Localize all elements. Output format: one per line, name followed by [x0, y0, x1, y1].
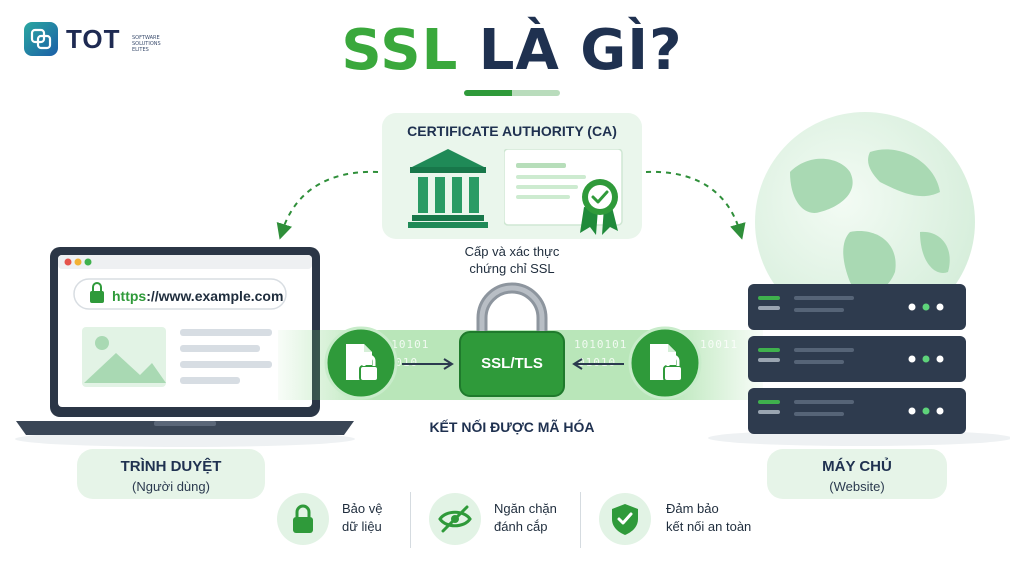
encrypted-file-icon	[628, 326, 702, 400]
feature-secure-connection: Đảm bảo kết nối an toàn	[666, 500, 751, 536]
logo-mark-icon	[24, 22, 58, 56]
feature-text-line: Ngăn chặn	[494, 501, 557, 516]
ca-title: CERTIFICATE AUTHORITY (CA)	[407, 123, 617, 139]
page-title-ssl: SSL	[341, 18, 459, 83]
logo-tagline: SOFTWARE SOLUTIONS ELITES	[132, 35, 172, 53]
browser-sublabel: (Người dùng)	[132, 479, 210, 494]
server-rack-icon	[708, 284, 1010, 446]
lock-icon	[277, 493, 329, 545]
logo-tagline-line: SOLUTIONS	[132, 41, 161, 47]
encrypted-file-icon	[324, 326, 398, 400]
feature-prevent-theft: Ngăn chặn đánh cắp	[494, 500, 557, 536]
shield-check-icon	[599, 493, 651, 545]
ca-caption-line: Cấp và xác thực	[464, 244, 560, 259]
feature-divider	[580, 492, 581, 548]
ca-caption-line: chứng chỉ SSL	[469, 261, 555, 276]
bank-building-icon	[408, 149, 488, 228]
feature-text-line: kết nối an toàn	[666, 519, 752, 534]
feature-text-line: Đảm bảo	[666, 501, 719, 516]
feature-text-line: Bảo vệ	[342, 501, 383, 516]
eye-off-icon	[429, 493, 481, 545]
ssl-tls-label: SSL/TLS	[481, 355, 543, 372]
browser-url: https://www.example.com	[112, 288, 283, 304]
feature-protect-data: Bảo vệ dữ liệu	[342, 500, 382, 536]
browser-label: TRÌNH DUYỆT	[120, 458, 222, 475]
certificate-authority-card: CERTIFICATE AUTHORITY (CA)	[382, 113, 642, 239]
ca-caption: Cấp và xác thực chứng chỉ SSL	[382, 243, 642, 277]
binary-stream: 01010	[578, 356, 617, 369]
arrow-right-icon	[402, 358, 454, 370]
logo-name: TOT	[66, 24, 121, 54]
browser-url-host: ://www.example.com	[146, 288, 284, 304]
title-underline	[464, 90, 560, 96]
feature-text-line: dữ liệu	[342, 519, 382, 534]
page-title: SSL LÀ GÌ?	[0, 18, 1024, 83]
browser-url-scheme: https	[112, 288, 147, 304]
binary-stream: 10011	[700, 338, 739, 351]
feature-text-line: đánh cắp	[494, 519, 548, 534]
server-label: MÁY CHỦ	[822, 458, 892, 475]
globe-icon	[755, 112, 975, 312]
server-label-pill: MÁY CHỦ (Website)	[767, 449, 947, 499]
logo-tagline-line: ELITES	[132, 47, 149, 53]
certificate-icon	[504, 149, 623, 235]
laptop-browser	[15, 247, 355, 447]
page-title-question: LÀ GÌ?	[478, 18, 683, 83]
binary-stream: 1010101	[574, 338, 628, 351]
encrypted-connection-label: KẾT NỐI ĐƯỢC MÃ HÓA	[429, 419, 595, 435]
browser-label-pill: TRÌNH DUYỆT (Người dùng)	[77, 449, 265, 499]
logo-tagline-line: SOFTWARE	[132, 35, 160, 41]
padlock-icon	[459, 282, 565, 397]
feature-divider	[410, 492, 411, 548]
server-sublabel: (Website)	[829, 479, 885, 494]
logo: TOT SOFTWARE SOLUTIONS ELITES	[24, 22, 174, 58]
arrow-left-icon	[572, 358, 624, 370]
